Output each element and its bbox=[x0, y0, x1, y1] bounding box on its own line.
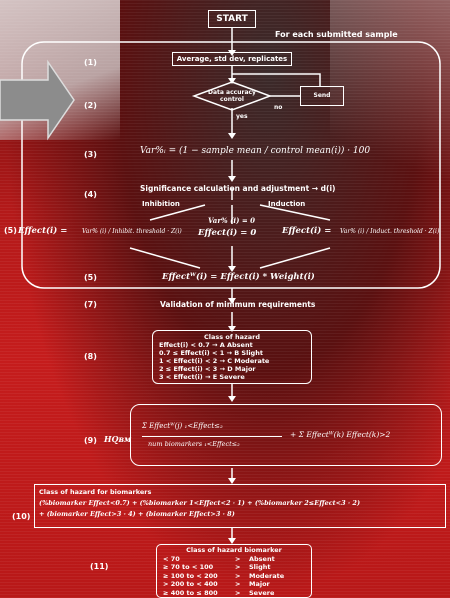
final-range: ≥ 400 to ≤ 800 bbox=[163, 588, 218, 597]
final-row: ≥ 100 to < 200 > Moderate bbox=[163, 571, 285, 580]
effect-left-label: Effect(i) = bbox=[18, 226, 68, 236]
step-6-number: (5) bbox=[84, 273, 97, 282]
start-label: START bbox=[216, 14, 248, 24]
final-range: < 70 bbox=[163, 554, 180, 563]
effect-left-formula: Var% (i) / Inhibit. threshold · Z(i) bbox=[82, 228, 182, 235]
average-label: Average, std dev, replicates bbox=[176, 55, 288, 63]
diamond-label: Data accuracy control bbox=[208, 89, 256, 103]
final-range: ≥ 100 to < 200 bbox=[163, 571, 218, 580]
diamond-no-label: no bbox=[274, 104, 283, 111]
final-class-label: Severe bbox=[249, 588, 275, 597]
hq-label: HQʙᴍ bbox=[104, 434, 132, 444]
final-row: ≥ 70 to < 100 > Slight bbox=[163, 563, 271, 571]
final-row: > 200 to < 400 > Major bbox=[163, 580, 270, 588]
hazard-biomarkers-box: Class of hazard for biomarkers (%biomark… bbox=[34, 484, 446, 528]
step-8-number: (8) bbox=[84, 352, 97, 361]
step-5-number: (5) bbox=[4, 226, 17, 235]
hazard-row: 3 < Effect(i) → E Severe bbox=[159, 373, 245, 381]
hazard-bio-line-2: + (biomarker Effect>3 · 4) + (biomarker … bbox=[39, 510, 235, 518]
step-10-number: (10) bbox=[12, 512, 31, 521]
hq-sum-numerator: Σ Effectᵂ(j) ₁<Effect≤₂ bbox=[142, 422, 223, 430]
hazard-bio-title: Class of hazard for biomarkers bbox=[39, 488, 152, 496]
induction-label: Induction bbox=[268, 200, 306, 208]
hazard-row: 0.7 ≤ Effect(i) < 1 → B Slight bbox=[159, 349, 263, 357]
effect-right-formula: Var% (i) / Induct. threshold · Z(i) bbox=[340, 228, 440, 235]
final-class-label: Major bbox=[249, 580, 270, 588]
hq-sum-denominator: num biomarkers ₁<Effect≤₂ bbox=[148, 440, 240, 448]
effect-mid-label: Effect(i) = 0 bbox=[198, 228, 257, 238]
hazard-class-box: Class of hazard Effect(i) < 0.7 → A Abse… bbox=[152, 330, 312, 384]
final-class-label: Moderate bbox=[249, 571, 285, 580]
hazard-bio-line-1: (%biomarker Effect<0.7) + (%biomarker 1<… bbox=[39, 499, 361, 507]
final-row: ≥ 400 to ≤ 800 > Severe bbox=[163, 588, 275, 597]
formula-3: Var%ᵢ = (1 − sample mean / control mean(… bbox=[140, 146, 371, 156]
significance-label: Significance calculation and adjustment … bbox=[140, 184, 336, 193]
step-11-number: (11) bbox=[90, 562, 109, 571]
average-box: Average, std dev, replicates bbox=[172, 52, 292, 66]
for-each-label: For each submitted sample bbox=[275, 30, 398, 39]
step-2-number: (2) bbox=[84, 101, 97, 110]
step-3-number: (3) bbox=[84, 150, 97, 159]
hazard-row: 2 ≤ Effect(i) < 3 → D Major bbox=[159, 365, 256, 373]
step-1-number: (1) bbox=[84, 58, 97, 67]
final-hazard-box: Class of hazard biomarker < 70 > Absent … bbox=[156, 544, 312, 598]
final-range: > 200 to < 400 bbox=[163, 580, 218, 588]
step-7-number: (7) bbox=[84, 300, 97, 309]
step-4-number: (4) bbox=[84, 190, 97, 199]
hq-formula-box bbox=[130, 404, 442, 466]
hq-fraction-bar bbox=[142, 436, 282, 437]
inhibition-label: Inhibition bbox=[142, 200, 180, 208]
final-class-label: Absent bbox=[249, 554, 275, 563]
background-stripe bbox=[330, 0, 450, 260]
start-node: START bbox=[208, 10, 256, 28]
final-title: Class of hazard biomarker bbox=[186, 546, 282, 554]
step-9-number: (9) bbox=[84, 436, 97, 445]
hazard-row: Effect(i) < 0.7 → A Absent bbox=[159, 341, 253, 349]
send-box: Send bbox=[300, 86, 344, 106]
hazard-title: Class of hazard bbox=[204, 333, 260, 341]
final-class-label: Slight bbox=[249, 563, 271, 571]
diamond-yes-label: yes bbox=[236, 113, 248, 120]
validation-label: Validation of minimum requirements bbox=[160, 300, 316, 309]
weighted-effect-formula: Effectᵂ(i) = Effect(i) * Weight(i) bbox=[162, 272, 315, 282]
var-zero-label: Var% (i) = 0 bbox=[208, 216, 255, 225]
final-range: ≥ 70 to < 100 bbox=[163, 563, 214, 571]
final-row: < 70 > Absent bbox=[163, 554, 275, 563]
hq-plus-term: + Σ Effectᵂ(k) Effect(k)>2 bbox=[290, 430, 391, 439]
send-label: Send bbox=[313, 92, 331, 99]
effect-right-label: Effect(i) = bbox=[282, 226, 332, 236]
hazard-row: 1 < Effect(i) < 2 → C Moderate bbox=[159, 357, 270, 365]
